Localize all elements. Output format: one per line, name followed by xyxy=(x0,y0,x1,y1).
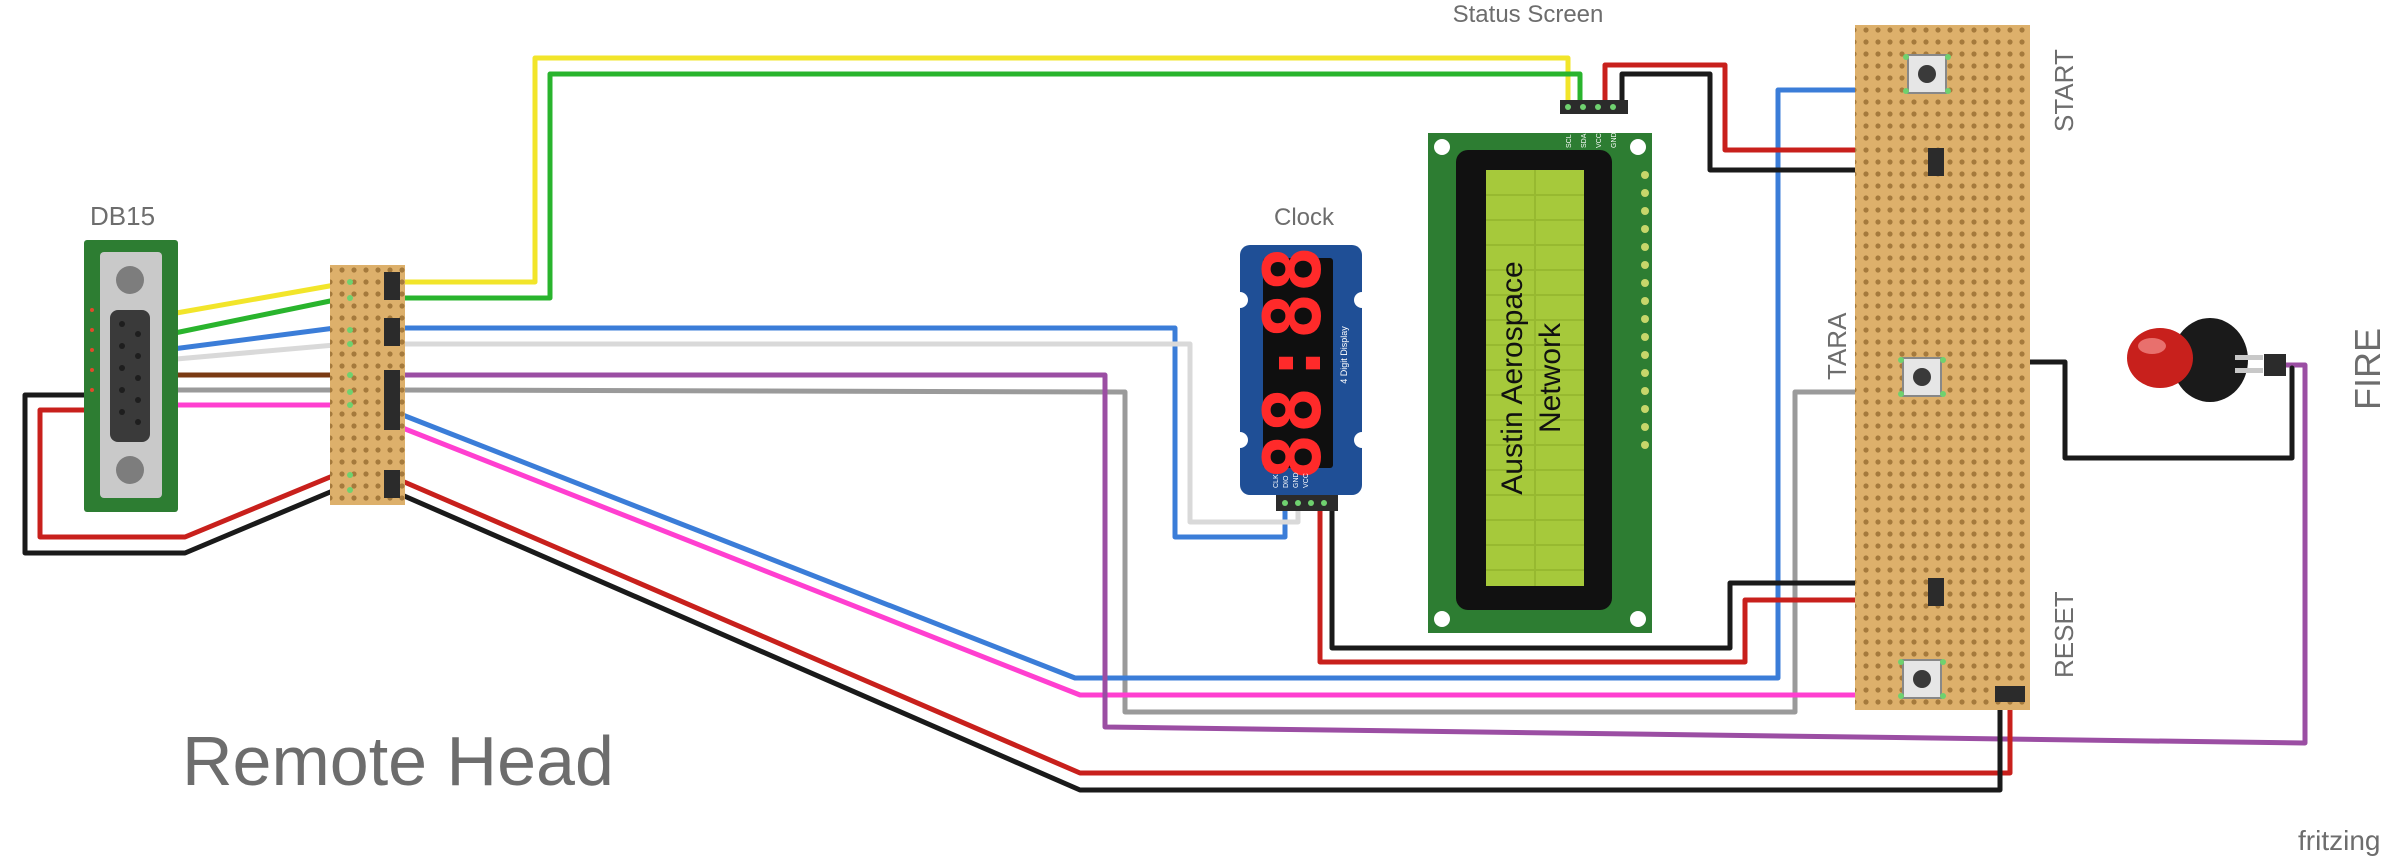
lcd-pin-label: VCC xyxy=(1596,133,1603,148)
stripboard-large xyxy=(1855,25,2030,710)
clock-label: Clock xyxy=(1274,204,1335,231)
status-screen-label: Status Screen xyxy=(1453,1,1604,28)
clock-display-module: 88:88 4 Digit Display CLK DIO GND VCC Cl… xyxy=(1232,204,1370,511)
wire-gray xyxy=(162,387,1883,715)
wire-blue-clock xyxy=(162,325,1288,540)
fire-pushbutton xyxy=(2127,318,2286,402)
lcd-pin-label: SCL xyxy=(1566,134,1573,148)
lcd-line-2: Network xyxy=(1534,322,1567,433)
start-pushbutton xyxy=(1903,54,1951,94)
tara-pushbutton xyxy=(1898,357,1946,397)
reset-label: RESET xyxy=(2049,591,2079,678)
wire-black-db15 xyxy=(22,392,338,556)
clock-digits: 88:88 xyxy=(1249,246,1339,481)
wire-white xyxy=(162,341,1301,525)
clock-caption: 4 Digit Display xyxy=(1339,326,1349,384)
clock-pin-label: GND xyxy=(1293,472,1300,488)
wire-purple xyxy=(392,362,2308,746)
wire-green xyxy=(162,71,1583,338)
clock-pin-label: DIO xyxy=(1283,475,1290,488)
lcd-pin-label: GND xyxy=(1611,132,1618,148)
fritzing-watermark: fritzing xyxy=(2298,825,2380,856)
reset-pushbutton xyxy=(1898,659,1946,699)
stripboard-small xyxy=(330,265,405,505)
db15-label: DB15 xyxy=(90,201,155,231)
fire-label: FIRE xyxy=(2347,328,2388,410)
clock-pin-label: VCC xyxy=(1303,473,1310,488)
tara-label: TARA xyxy=(1822,312,1852,380)
diagram-title: Remote Head xyxy=(182,722,614,800)
wire-blue-start xyxy=(392,87,1883,681)
db15-connector: DB15 xyxy=(84,201,178,512)
wire-magenta xyxy=(162,402,1863,698)
lcd-pin-label: SDA xyxy=(1581,133,1588,148)
start-label: START xyxy=(2049,49,2079,132)
status-screen-lcd: Austin Aerospace Network SCL SDA VCC GND… xyxy=(1428,1,1652,633)
lcd-line-1: Austin Aerospace xyxy=(1496,261,1529,494)
clock-pin-label: CLK xyxy=(1273,474,1280,488)
